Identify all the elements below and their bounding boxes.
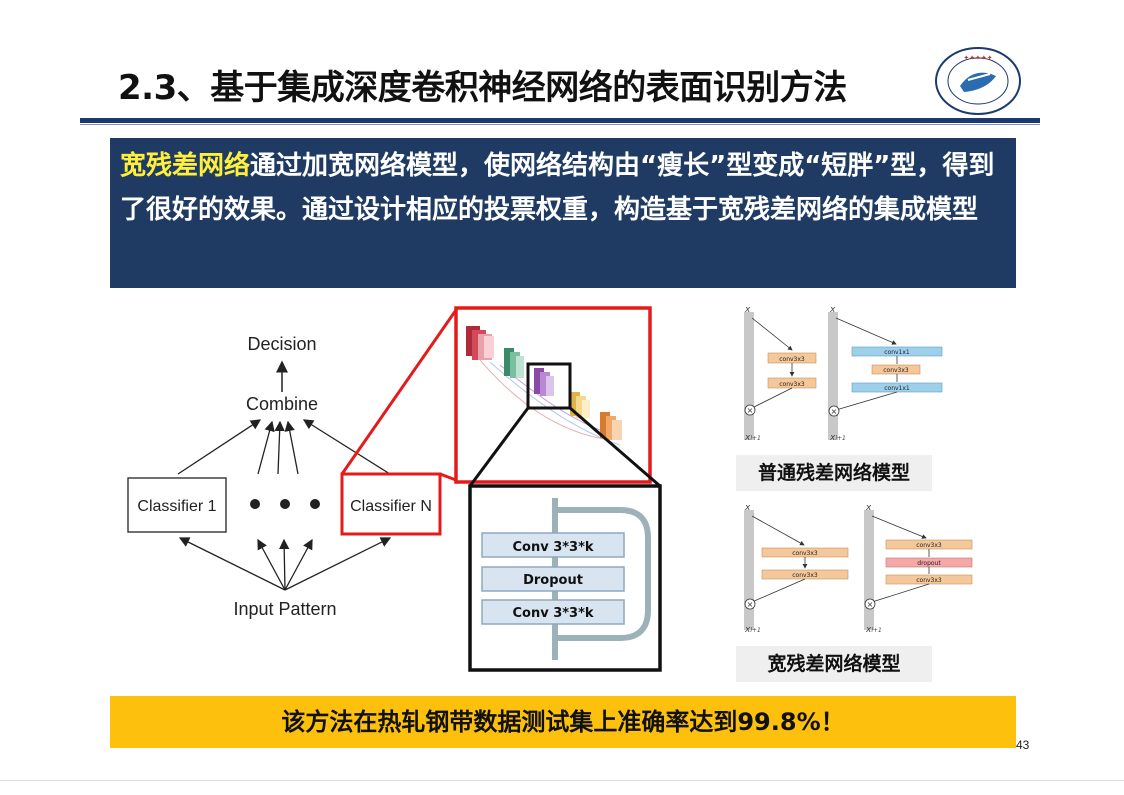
ensemble-diagram: Decision Combine Classifier 1 Classifier… xyxy=(127,334,442,619)
svg-text:×: × xyxy=(867,600,874,609)
conv-layer-2 xyxy=(481,599,625,625)
conv1x1-label: conv1x1 xyxy=(884,349,910,356)
svg-text:conv3x3: conv3x3 xyxy=(792,572,818,579)
classifier-n-box xyxy=(340,472,442,536)
svg-text:x: x xyxy=(744,503,751,513)
title-rule-thin xyxy=(80,124,1040,125)
dropout-small-label: dropout xyxy=(917,560,941,567)
svg-text:xl+1: xl+1 xyxy=(744,625,761,635)
svg-text:conv3x3: conv3x3 xyxy=(916,542,942,549)
svg-text:✦✦✦✦✦: ✦✦✦✦✦ xyxy=(963,54,992,62)
page-number: 43 xyxy=(1016,738,1030,752)
conv3x3-label: conv3x3 xyxy=(779,356,805,363)
university-logo-icon: ✦✦✦✦✦ xyxy=(935,47,1021,115)
svg-text:×: × xyxy=(747,600,754,609)
footer-rule xyxy=(0,780,1124,781)
svg-text:conv3x3: conv3x3 xyxy=(916,577,942,584)
normal-residual-caption: 普通残差网络模型 xyxy=(736,455,932,491)
decision-label: Decision xyxy=(247,334,316,354)
conv-layer-1-label: Conv 3*3*k xyxy=(512,540,593,555)
classifier-n-label: Classifier N xyxy=(350,498,432,515)
svg-text:conv3x3: conv3x3 xyxy=(883,367,909,374)
svg-text:xl+1: xl+1 xyxy=(865,625,882,635)
svg-text:xl+1: xl+1 xyxy=(744,433,761,443)
svg-text:x: x xyxy=(829,305,836,315)
title-rule xyxy=(80,118,1040,123)
ellipsis-dot xyxy=(280,499,290,509)
svg-text:×: × xyxy=(747,406,754,415)
page-title: 2.3、基于集成深度卷积神经网络的表面识别方法 xyxy=(118,68,847,108)
wide-residual-caption: 宽残差网络模型 xyxy=(736,646,932,682)
classifier-1-box xyxy=(127,477,227,533)
classifier-1-label: Classifier 1 xyxy=(137,498,216,515)
result-banner: 该方法在热轧钢带数据测试集上准确率达到99.8%！ xyxy=(110,696,1016,748)
ellipsis-dot xyxy=(250,499,260,509)
normal-residual-diagrams: x conv3x3 conv3x3 × xl+1 x conv1x1 conv3… xyxy=(744,305,943,443)
svg-text:x: x xyxy=(865,503,872,513)
conv-layer-1 xyxy=(481,532,625,558)
input-pattern-label: Input Pattern xyxy=(233,599,336,619)
dropout-layer-label: Dropout xyxy=(523,573,583,588)
wide-residual-diagrams: x conv3x3 conv3x3 × xl+1 x conv3x3 dropo… xyxy=(744,503,973,635)
svg-text:×: × xyxy=(831,407,838,416)
dropout-layer xyxy=(481,566,625,592)
input-x-label: x xyxy=(744,305,751,315)
intro-text: 通过加宽网络模型，使网络结构由“瘦长”型变成“短胖”型，得到了很好的效果。通过设… xyxy=(120,151,995,225)
conv3x3-label: conv3x3 xyxy=(779,381,805,388)
svg-text:conv1x1: conv1x1 xyxy=(884,385,910,392)
intro-highlight: 宽残差网络 xyxy=(120,151,251,181)
svg-text:conv3x3: conv3x3 xyxy=(792,550,818,557)
wide-block-detail: Conv 3*3*k Dropout Conv 3*3*k xyxy=(468,484,662,672)
svg-text:xl+1: xl+1 xyxy=(829,433,846,443)
ellipsis-dot xyxy=(310,499,320,509)
network-thumbnail xyxy=(454,306,652,484)
intro-box: 宽残差网络通过加宽网络模型，使网络结构由“瘦长”型变成“短胖”型，得到了很好的效… xyxy=(110,138,1016,288)
combine-label: Combine xyxy=(246,394,318,414)
conv-layer-2-label: Conv 3*3*k xyxy=(512,606,593,621)
